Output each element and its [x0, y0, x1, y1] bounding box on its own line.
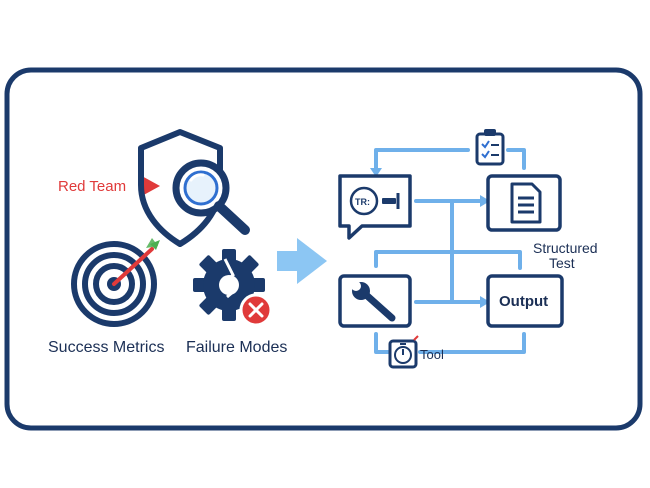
clipboard-icon	[475, 129, 505, 166]
magnifier-icon	[172, 159, 250, 235]
timer-icon	[388, 335, 419, 369]
output-label: Output	[499, 293, 548, 310]
document-box	[486, 174, 562, 232]
output-box	[486, 274, 564, 328]
target-icon	[71, 238, 160, 327]
chat-glyph-label: TR:	[355, 197, 370, 207]
failure-modes-label: Failure Modes	[186, 339, 287, 356]
structured-test-label-line1: Structured	[533, 240, 598, 256]
wrench-box	[338, 274, 412, 328]
tool-label: Tool	[420, 347, 444, 362]
wrench-icon	[351, 281, 396, 322]
document-icon	[510, 182, 542, 224]
error-icon	[239, 293, 273, 327]
success-metrics-label: Success Metrics	[48, 339, 164, 356]
connector-lines	[370, 148, 526, 354]
red-team-label: Red Team	[58, 178, 126, 195]
structured-test-label-line2: Test	[549, 255, 575, 271]
flow-arrow-icon	[277, 238, 327, 284]
chat-icon	[338, 174, 412, 240]
red-team-pointer-icon	[140, 175, 160, 197]
